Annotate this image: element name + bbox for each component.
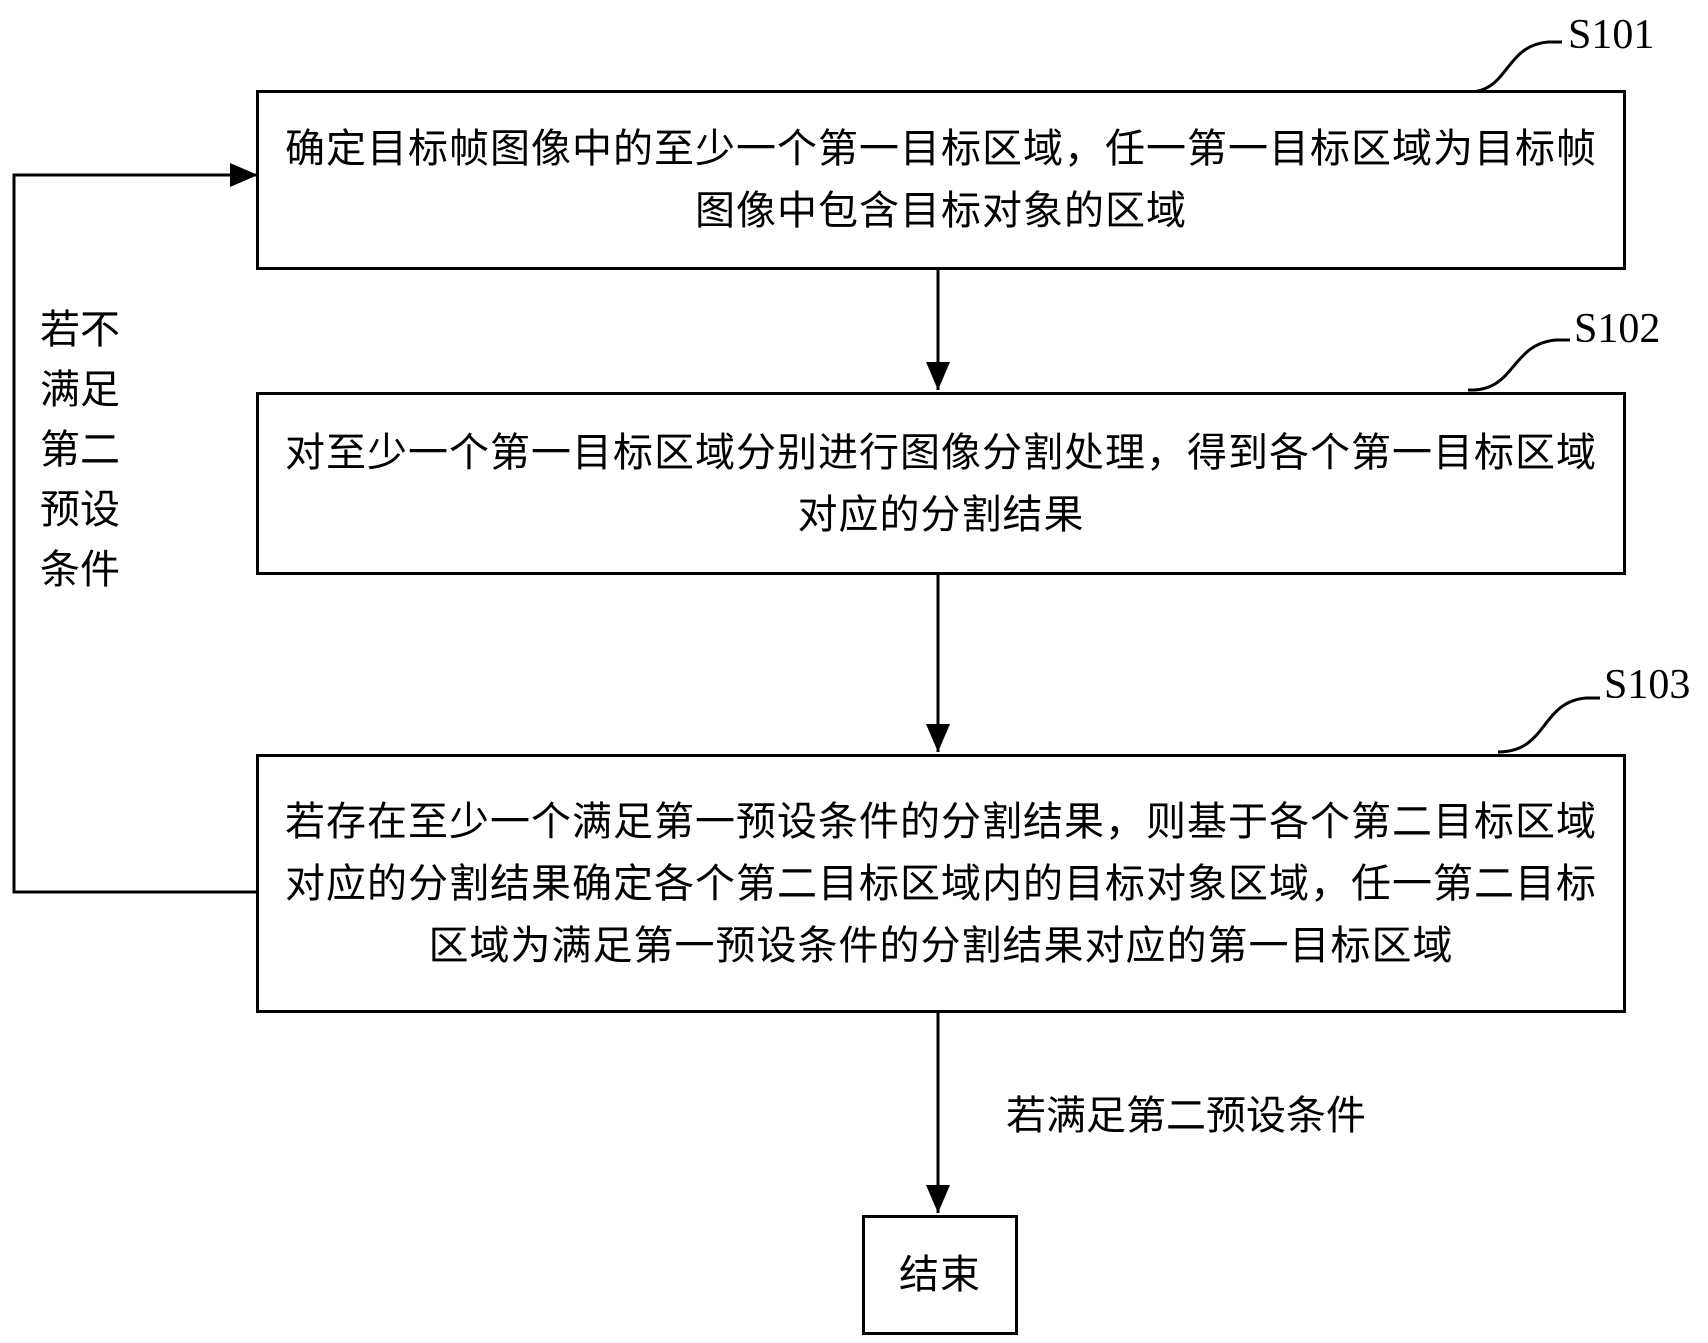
arrowhead-s103 (926, 724, 950, 752)
end-box: 结束 (862, 1215, 1018, 1335)
step-s103-box: 若存在至少一个满足第一预设条件的分割结果，则基于各个第二目标区域对应的分割结果确… (256, 754, 1626, 1013)
step-s101-box: 确定目标帧图像中的至少一个第一目标区域，任一第一目标区域为目标帧图像中包含目标对… (256, 90, 1626, 270)
step-label-s101: S101 (1568, 12, 1655, 58)
loop-condition-label: 若不满足第二预设条件 (40, 307, 120, 593)
loop-back-connector (12, 173, 258, 894)
step-label-s103: S103 (1604, 662, 1691, 708)
end-text: 结束 (899, 1252, 981, 1298)
step-s102-box: 对至少一个第一目标区域分别进行图像分割处理，得到各个第一目标区域对应的分割结果 (256, 392, 1626, 575)
arrowhead-s102 (926, 362, 950, 390)
leader-s102 (1467, 338, 1570, 392)
step-s101-text: 确定目标帧图像中的至少一个第一目标区域，任一第一目标区域为目标帧图像中包含目标对… (285, 126, 1597, 234)
leader-s101 (1461, 40, 1562, 94)
step-label-s102: S102 (1574, 306, 1661, 352)
leader-s103 (1497, 696, 1600, 754)
arrowhead-end (926, 1185, 950, 1213)
step-s102-text: 对至少一个第一目标区域分别进行图像分割处理，得到各个第一目标区域对应的分割结果 (285, 429, 1597, 538)
exit-condition-label: 若满足第二预设条件 (1006, 1093, 1366, 1139)
step-s103-text: 若存在至少一个满足第一预设条件的分割结果，则基于各个第二目标区域对应的分割结果确… (285, 798, 1597, 969)
arrowhead-loop (230, 163, 258, 187)
